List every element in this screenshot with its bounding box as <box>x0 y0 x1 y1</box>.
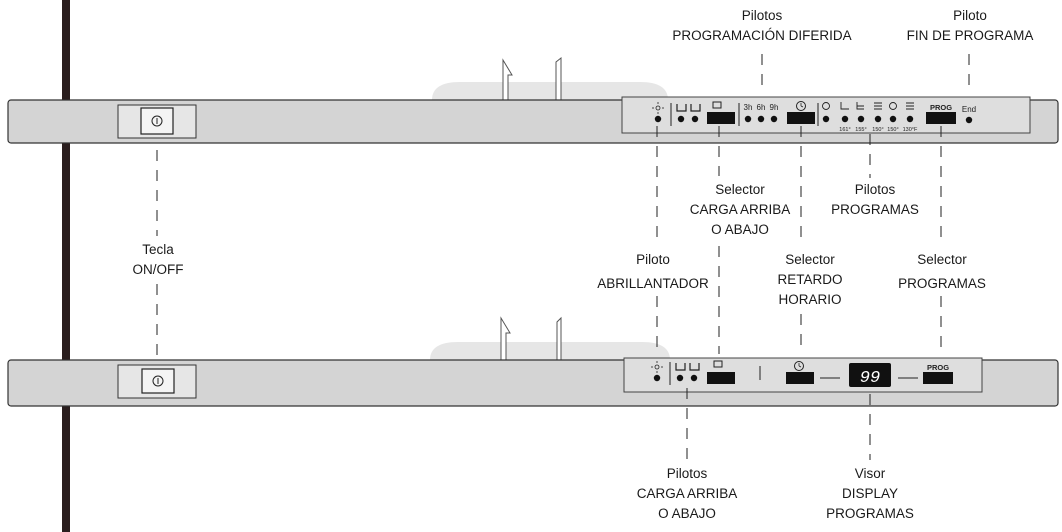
delay-label-9h: 9h <box>770 103 779 112</box>
label-piloto-fin-programa: Piloto FIN DE PROGRAMA <box>907 6 1034 46</box>
label-pilotos-carga: Pilotos CARGA ARRIBA O ABAJO <box>637 464 738 524</box>
basket-up-icon <box>676 104 687 112</box>
label-line: Tecla <box>142 242 174 257</box>
upper-rack-led <box>677 115 685 123</box>
control-strip-top <box>621 96 1031 134</box>
temp-label-1: 161° <box>839 127 850 133</box>
label-line: CARGA ARRIBA <box>636 486 738 501</box>
program-led-1 <box>822 115 830 123</box>
label-selector-retardo: Selector RETARDO HORARIO <box>777 250 842 310</box>
program-icon-2 <box>840 102 849 110</box>
temp-label-4: 150° <box>887 127 898 133</box>
delay-selector-button-bottom[interactable] <box>786 372 814 384</box>
latch-bottom-2 <box>556 316 562 361</box>
label-line: PROGRAMAS <box>898 276 986 291</box>
upper-rack-led-bottom <box>676 374 684 382</box>
delay-led-3h <box>744 115 752 123</box>
program-icons <box>822 102 914 110</box>
label-pilotos-programacion-diferida: Pilotos PROGRAMACIÓN DIFERIDA <box>672 6 851 46</box>
rack-selector-button[interactable] <box>707 112 735 124</box>
program-display <box>849 363 891 387</box>
rack-selector-icon <box>712 101 722 109</box>
prog-label-top: PROG <box>930 103 952 112</box>
delay-selector-button[interactable] <box>787 112 815 124</box>
latch-top-2 <box>555 56 562 101</box>
end-led <box>965 116 973 124</box>
label-selector-programas: Selector PROGRAMAS <box>898 250 986 294</box>
label-line: Selector <box>715 182 765 197</box>
delay-label-6h: 6h <box>757 103 766 112</box>
label-line: RETARDO <box>777 272 843 287</box>
delay-led-6h <box>757 115 765 123</box>
label-line: PROGRAMAS <box>826 506 914 521</box>
temp-label-3: 150° <box>872 127 883 133</box>
lower-rack-led-bottom <box>690 374 698 382</box>
label-line: CARGA ARRIBA <box>689 202 791 217</box>
leader-lines <box>156 54 970 460</box>
clock-icon <box>796 101 806 111</box>
label-line: ABRILLANTADOR <box>597 276 709 291</box>
label-line: Selector <box>785 252 835 267</box>
label-line: Pilotos <box>666 466 708 481</box>
power-icon <box>151 115 163 127</box>
label-selector-carga: Selector CARGA ARRIBA O ABAJO <box>690 180 791 240</box>
rack-selector-button-bottom[interactable] <box>707 372 735 384</box>
door-handle-top <box>432 82 668 100</box>
program-icon-6 <box>906 102 914 110</box>
program-led-2 <box>841 115 849 123</box>
display-digits: 99 <box>860 369 880 388</box>
rack-selector-icon <box>713 360 723 368</box>
label-line: Visor <box>854 466 886 481</box>
label-line: Selector <box>917 252 967 267</box>
program-selector-button-bottom[interactable] <box>923 372 953 384</box>
top-panel: 3h 6h 9h 161° 155° 150° 150° <box>7 56 1059 144</box>
label-line: Piloto <box>953 8 987 23</box>
label-line: Piloto <box>636 252 670 267</box>
program-led-4 <box>874 115 882 123</box>
label-pilotos-programas: Pilotos PROGRAMAS <box>831 180 919 220</box>
temp-label-5: 130°F <box>903 127 918 133</box>
basket-down-icon <box>689 363 700 371</box>
program-icon-4 <box>874 102 882 110</box>
label-line: Pilotos <box>854 182 896 197</box>
program-icon-5 <box>889 102 897 110</box>
sun-icon <box>652 102 664 114</box>
label-line: PROGRAMAS <box>831 202 919 217</box>
label-line: HORARIO <box>778 292 842 307</box>
label-line: ON/OFF <box>132 262 184 277</box>
rinse-aid-led-bottom <box>653 374 661 382</box>
label-line: DISPLAY <box>841 486 899 501</box>
label-tecla-onoff: Tecla ON/OFF <box>133 240 184 280</box>
bottom-panel: 99 PROG <box>7 316 1059 407</box>
label-line: Pilotos <box>741 8 783 23</box>
temp-label-2: 155° <box>855 127 866 133</box>
door-handle-bottom <box>430 342 670 360</box>
label-line: O ABAJO <box>658 506 716 521</box>
label-line: O ABAJO <box>711 222 769 237</box>
program-icon-1 <box>822 102 830 110</box>
sun-icon <box>651 361 663 373</box>
program-led-6 <box>906 115 914 123</box>
end-label: End <box>962 105 976 114</box>
power-icon <box>152 375 164 387</box>
basket-up-icon <box>675 363 686 371</box>
program-icon-3 <box>856 102 864 110</box>
cabinet-post <box>62 0 70 532</box>
label-visor-display: Visor DISPLAY PROGRAMAS <box>826 464 914 524</box>
label-piloto-abrillantador: Piloto ABRILLANTADOR <box>597 250 709 294</box>
program-led-5 <box>889 115 897 123</box>
program-led-3 <box>857 115 865 123</box>
delay-led-9h <box>770 115 778 123</box>
lower-rack-led <box>691 115 699 123</box>
clock-icon <box>794 361 804 371</box>
delay-label-3h: 3h <box>744 103 753 112</box>
program-selector-button[interactable] <box>926 112 956 124</box>
label-line: FIN DE PROGRAMA <box>906 28 1034 43</box>
rinse-aid-led <box>654 115 662 123</box>
basket-down-icon <box>690 104 701 112</box>
prog-label-bottom: PROG <box>927 363 949 372</box>
label-line: PROGRAMACIÓN DIFERIDA <box>672 28 852 43</box>
